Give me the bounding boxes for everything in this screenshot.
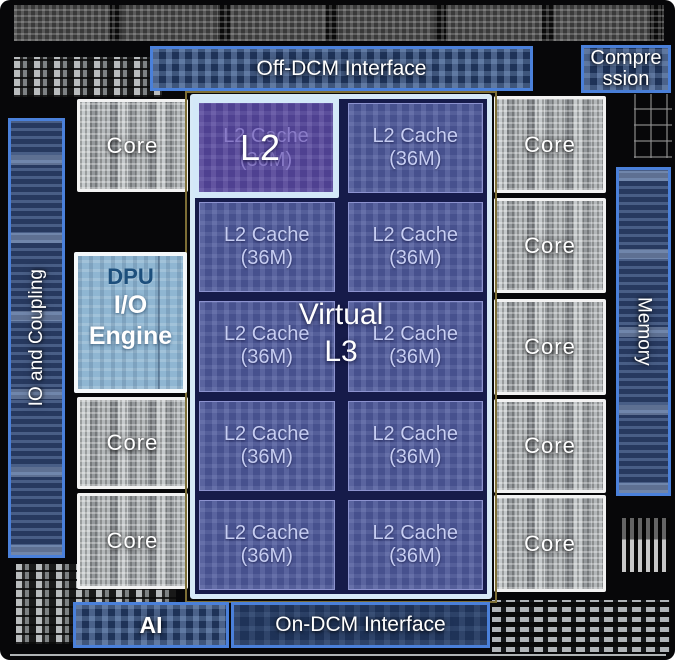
on-dcm-interface-label: On-DCM Interface [275, 613, 446, 636]
l2-cell-label: L2 Cache [372, 125, 459, 148]
l2-cell-size: (36M) [389, 148, 442, 171]
l2-cell-size: (36M) [240, 346, 293, 369]
l2-cache-cell: L2 Cache(36M) [347, 301, 483, 392]
l2-cell-label: L2 Cache [372, 521, 459, 544]
core-tile: Core [494, 299, 606, 395]
core-label: Core [524, 530, 576, 556]
l2-cell-size: (36M) [240, 544, 293, 567]
ai-label: AI [139, 611, 163, 638]
ai-region: AI [73, 602, 229, 648]
core-tile: Core [494, 495, 606, 592]
l2-cell-label: L2 Cache [223, 521, 310, 544]
l2-cell-label: L2 Cache [223, 422, 310, 445]
core-tile: Core [77, 493, 188, 589]
die-edge-hairline [10, 654, 666, 656]
die-texture-top-left-blocks [14, 57, 162, 97]
l2-ghost-line2: (36M) [239, 148, 293, 171]
die-texture-right-squares [634, 94, 672, 158]
l2-cache-cell: L2 Cache(36M) [199, 499, 335, 590]
io-engine-label-line2: Engine [88, 322, 173, 350]
l2-cell-label: L2 Cache [223, 224, 310, 247]
l2-cell-size: (36M) [389, 346, 442, 369]
l2-cell-size: (36M) [389, 544, 442, 567]
l2-cell-size: (36M) [240, 445, 293, 468]
compression-region: Compression [581, 45, 671, 93]
io-engine-label-line1: I/O [113, 291, 148, 319]
core-tile: Core [77, 397, 188, 489]
l2-cell-label: L2 Cache [223, 323, 310, 346]
dpu-io-engine-region: DPU I/O Engine [74, 252, 187, 393]
l2-cache-cell: L2 Cache(36M) [347, 499, 483, 590]
core-label: Core [524, 334, 576, 359]
memory-label: Memory [633, 297, 655, 366]
l2-cache-cell: L2 Cache(36M) [347, 202, 483, 293]
l2-cache-cell: L2 Cache(36M) [199, 202, 335, 293]
l2-cell-size: (36M) [389, 445, 442, 468]
l2-cell-label: L2 Cache [372, 422, 459, 445]
memory-region: Memory [616, 167, 671, 496]
core-label: Core [524, 131, 576, 157]
l2-highlight-region: L2 Cache (36M) L2 [193, 97, 339, 198]
l2-cell-label: L2 Cache [372, 323, 459, 346]
l2-ghost-text: L2 Cache (36M) [199, 103, 333, 192]
io-and-coupling-label: IO and Coupling [25, 269, 47, 407]
l2-cell-size: (36M) [389, 247, 442, 270]
l2-cache-cell: L2 Cache(36M) [347, 400, 483, 491]
l2-cache-cell: L2 Cache(36M) [199, 400, 335, 491]
core-label: Core [524, 232, 576, 258]
l2-cell-label: L2 Cache [372, 224, 459, 247]
core-tile: Core [494, 198, 606, 293]
on-dcm-interface-region: On-DCM Interface [231, 602, 490, 648]
core-label: Core [106, 132, 159, 158]
die-texture-bottom-right-dashes [492, 600, 670, 652]
core-label: Core [106, 430, 159, 455]
l2-ghost-line1: L2 Cache [223, 124, 309, 147]
l2-cache-cell: L2 Cache(36M) [347, 103, 483, 194]
io-and-coupling-region: IO and Coupling [8, 118, 65, 558]
compression-label: Compression [590, 47, 662, 90]
dpu-label: DPU [107, 264, 154, 289]
core-tile: Core [494, 96, 606, 193]
l2-cache-cell: L2 Cache(36M) [199, 301, 335, 392]
core-label: Core [106, 528, 159, 553]
core-tile: Core [494, 399, 606, 493]
l2-cell-size: (36M) [240, 247, 293, 270]
core-label: Core [524, 433, 576, 458]
die-texture-right-comb [622, 518, 670, 572]
off-dcm-interface-label: Off-DCM Interface [256, 56, 427, 80]
off-dcm-interface-region: Off-DCM Interface [150, 46, 533, 91]
core-tile: Core [77, 99, 188, 192]
die-texture-top-modules [14, 5, 664, 41]
l2-highlight-label: L2 [239, 126, 281, 168]
